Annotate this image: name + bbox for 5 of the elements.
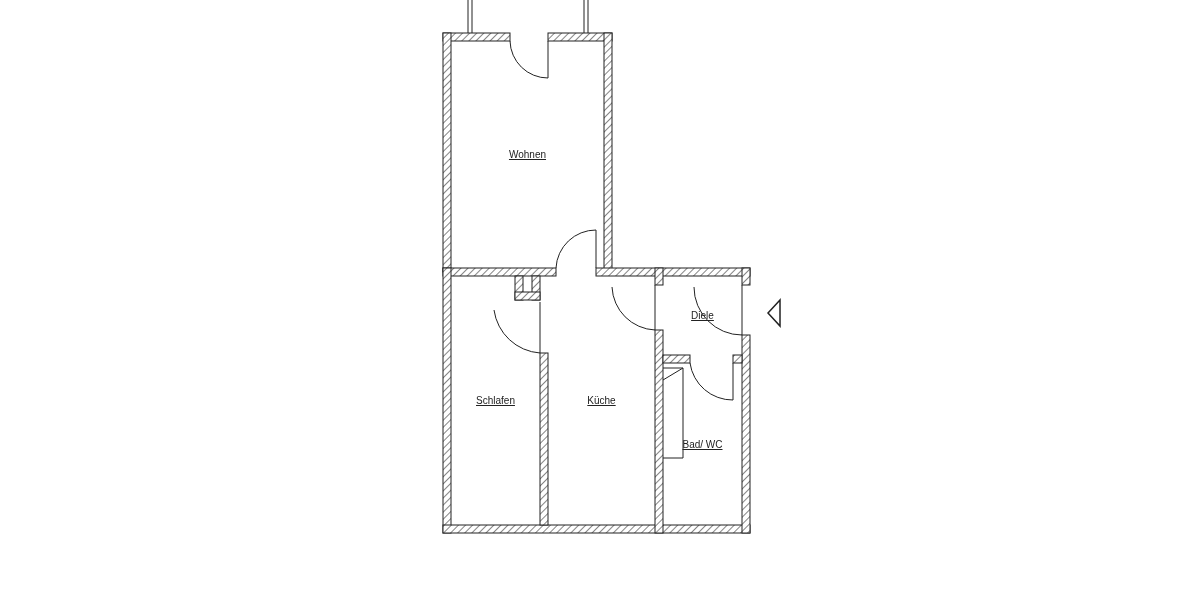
- room-label: Schlafen: [476, 395, 515, 406]
- room-label: Diele: [691, 310, 714, 321]
- room-label: Küche: [587, 395, 616, 406]
- room-label: Wohnen: [508, 149, 547, 160]
- room-label: Bad/ WC: [682, 438, 723, 450]
